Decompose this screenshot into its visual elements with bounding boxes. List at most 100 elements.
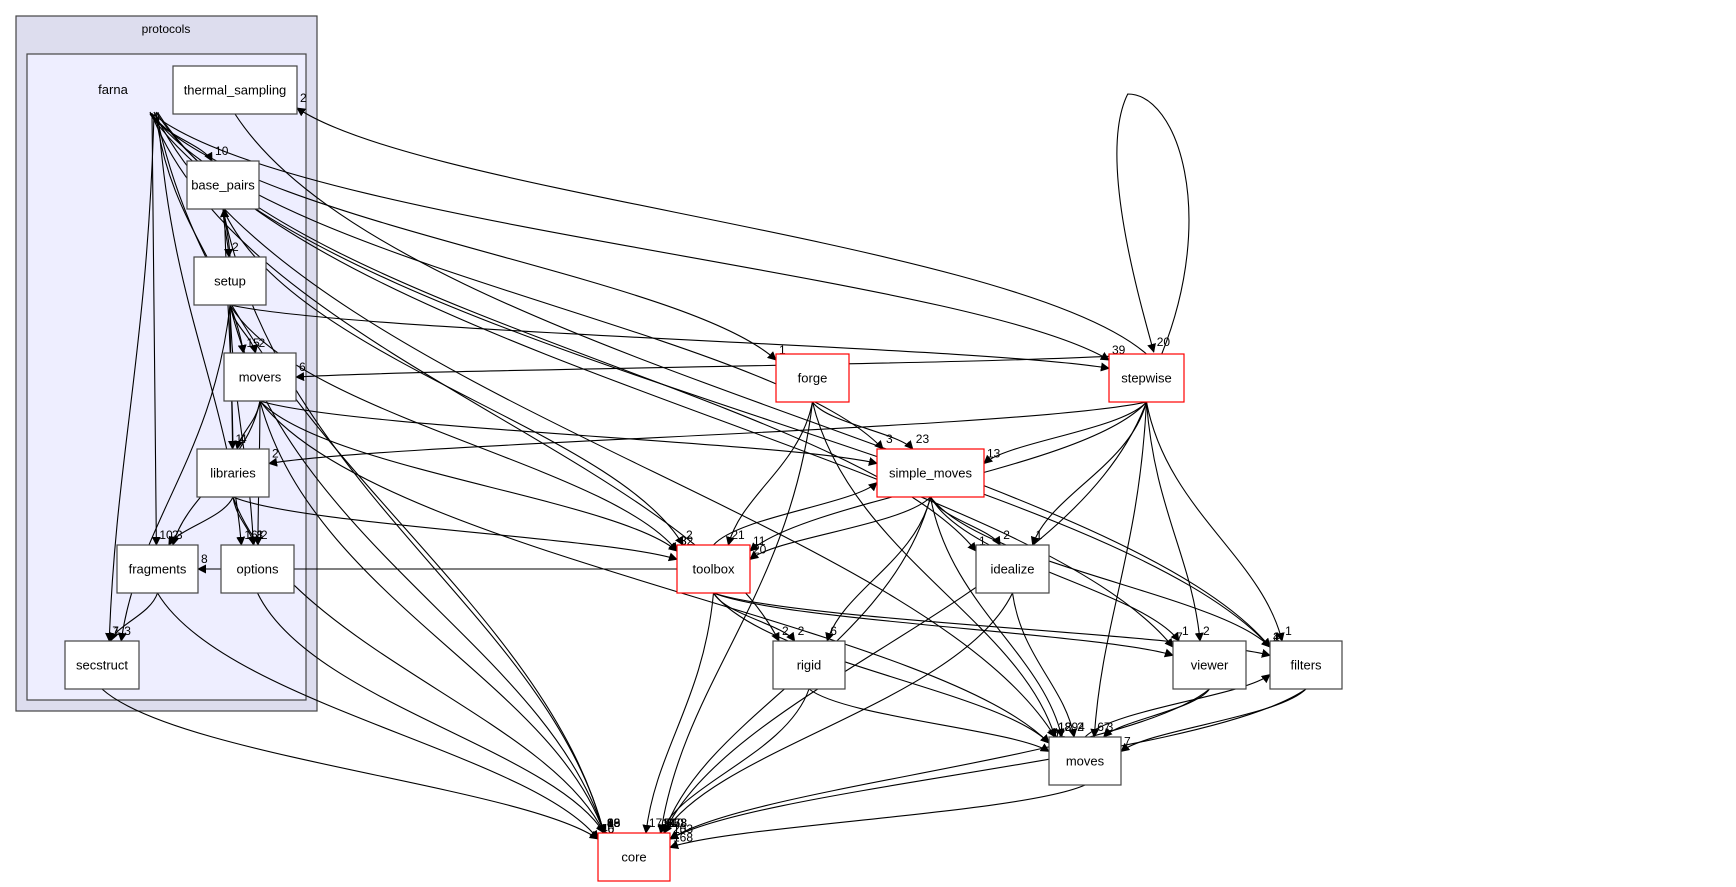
edge-stepwise-to-idealize[interactable] xyxy=(1030,401,1148,546)
edge-libraries-to-toolbox[interactable] xyxy=(232,496,678,562)
node-stepwise[interactable]: stepwise xyxy=(1108,353,1185,403)
node-moves-box[interactable] xyxy=(1048,736,1122,786)
edge-stepwise-to-thermal_sampling[interactable] xyxy=(296,107,1147,355)
edge-forge-to-moves[interactable] xyxy=(811,401,1057,738)
edge-forge-to-simple_moves[interactable] xyxy=(812,401,914,450)
edge-stepwise-to-filters[interactable] xyxy=(1145,401,1285,642)
node-thermal-sampling-label[interactable]: thermal_sampling xyxy=(184,83,287,98)
node-rigid-label[interactable]: rigid xyxy=(797,658,822,673)
node-core[interactable]: core xyxy=(597,832,671,882)
node-fragments-box[interactable] xyxy=(116,544,199,594)
node-base-pairs-box[interactable] xyxy=(186,160,260,210)
edge-options-to-core[interactable] xyxy=(257,592,605,834)
edge-simple_moves-to-toolbox[interactable] xyxy=(749,496,931,560)
edge-filters-to-moves[interactable] xyxy=(1120,688,1307,752)
edge-rigid-to-core[interactable] xyxy=(659,688,810,834)
node-setup[interactable]: setup xyxy=(193,256,267,306)
edge-viewer-to-core[interactable] xyxy=(669,688,1210,840)
node-toolbox-box[interactable] xyxy=(676,544,751,594)
node-filters[interactable]: filters xyxy=(1269,640,1343,690)
node-secstruct-box[interactable] xyxy=(64,640,140,690)
edge-stepwise-to-stepwise[interactable] xyxy=(1116,93,1190,355)
node-base-pairs[interactable]: base_pairs xyxy=(186,160,260,210)
edge-toolbox-to-core[interactable] xyxy=(642,592,715,834)
edge-movers-to-core[interactable] xyxy=(259,400,606,834)
node-simple-moves[interactable]: simple_moves xyxy=(876,448,985,498)
node-libraries-label[interactable]: libraries xyxy=(210,466,256,481)
node-viewer-box[interactable] xyxy=(1172,640,1247,690)
edge-filters-to-core[interactable] xyxy=(669,688,1307,840)
node-options-label[interactable]: options xyxy=(237,562,279,577)
edge-setup-to-toolbox[interactable] xyxy=(229,304,678,552)
node-simple-moves-label[interactable]: simple_moves xyxy=(889,466,973,481)
edge-stepwise-to-libraries[interactable] xyxy=(268,401,1147,467)
node-forge[interactable]: forge xyxy=(775,353,850,403)
node-thermal-sampling-box[interactable] xyxy=(172,65,298,115)
edge-simple_moves-to-filters[interactable] xyxy=(930,496,1271,648)
node-viewer[interactable]: viewer xyxy=(1172,640,1247,690)
edge-stepwise-to-core[interactable] xyxy=(663,401,1148,834)
node-libraries-box[interactable] xyxy=(196,448,270,498)
node-options[interactable]: options xyxy=(220,544,295,594)
edge-fragments-to-core[interactable] xyxy=(157,592,599,840)
edge-toolbox-to-viewer[interactable] xyxy=(713,592,1174,658)
edge-stepwise-to-simple_moves[interactable] xyxy=(983,401,1147,465)
node-secstruct-label[interactable]: secstruct xyxy=(76,658,128,673)
node-filters-label[interactable]: filters xyxy=(1290,658,1322,673)
node-base-pairs-label[interactable]: base_pairs xyxy=(191,178,255,193)
edge-movers-to-toolbox[interactable] xyxy=(259,400,678,552)
edge-idealize-to-core[interactable] xyxy=(663,592,1013,834)
edge-forge-to-toolbox[interactable] xyxy=(725,401,814,546)
edge-viewer-to-moves[interactable] xyxy=(1103,688,1210,738)
node-idealize-box[interactable] xyxy=(975,544,1050,594)
edge-setup-to-secstruct[interactable] xyxy=(117,304,231,642)
node-movers-label[interactable]: movers xyxy=(239,370,282,385)
node-rigid-box[interactable] xyxy=(772,640,846,690)
cluster-farna-label[interactable]: farna xyxy=(98,82,128,97)
edge-secstruct-to-core[interactable] xyxy=(101,688,599,840)
edge-moves-to-core[interactable] xyxy=(669,784,1086,849)
node-idealize[interactable]: idealize xyxy=(975,544,1050,594)
edge-simple_moves-to-moves[interactable] xyxy=(929,496,1065,738)
edge-simple_moves-to-rigid[interactable] xyxy=(825,496,932,642)
edge-stepwise-to-movers[interactable] xyxy=(295,353,1147,382)
node-setup-box[interactable] xyxy=(193,256,267,306)
edge-farna-to-filters[interactable] xyxy=(149,113,1271,648)
node-viewer-label[interactable]: viewer xyxy=(1191,658,1229,673)
edge-farna-to-core[interactable] xyxy=(155,112,607,834)
edge-setup-to-options[interactable] xyxy=(229,304,258,546)
node-movers[interactable]: movers xyxy=(223,352,297,402)
edge-thermal_sampling-to-filters[interactable] xyxy=(234,113,1271,648)
edge-simple_moves-to-viewer[interactable] xyxy=(930,496,1180,642)
edge-farna-to-forge[interactable] xyxy=(149,112,777,361)
node-libraries[interactable]: libraries xyxy=(196,448,270,498)
node-toolbox-label[interactable]: toolbox xyxy=(693,562,735,577)
edge-farna-to-secstruct[interactable] xyxy=(104,113,155,642)
node-core-box[interactable] xyxy=(597,832,671,882)
node-idealize-label[interactable]: idealize xyxy=(990,562,1034,577)
node-fragments[interactable]: fragments xyxy=(116,544,199,594)
edge-movers-to-moves[interactable] xyxy=(259,400,1050,744)
edge-movers-to-simple_moves[interactable] xyxy=(259,400,878,466)
edge-stepwise-to-viewer[interactable] xyxy=(1145,401,1204,642)
node-thermal-sampling[interactable]: thermal_sampling xyxy=(172,65,298,115)
node-movers-box[interactable] xyxy=(223,352,297,402)
edge-libraries-to-options[interactable] xyxy=(232,496,257,546)
node-stepwise-label[interactable]: stepwise xyxy=(1121,371,1172,386)
node-rigid[interactable]: rigid xyxy=(772,640,846,690)
node-secstruct[interactable]: secstruct xyxy=(64,640,140,690)
node-options-box[interactable] xyxy=(220,544,295,594)
node-filters-box[interactable] xyxy=(1269,640,1343,690)
edge-base_pairs-to-core[interactable] xyxy=(222,208,607,834)
edge-idealize-to-moves[interactable] xyxy=(1011,592,1078,738)
node-core-label[interactable]: core xyxy=(621,850,646,865)
node-toolbox[interactable]: toolbox xyxy=(676,544,751,594)
edge-farna-to-moves[interactable] xyxy=(153,111,1056,738)
edge-libraries-to-fragments[interactable] xyxy=(168,496,234,546)
node-setup-label[interactable]: setup xyxy=(214,274,246,289)
edge-moves-to-filters[interactable] xyxy=(1084,674,1271,738)
node-fragments-label[interactable]: fragments xyxy=(129,562,187,577)
node-stepwise-box[interactable] xyxy=(1108,353,1185,403)
edge-rigid-to-moves[interactable] xyxy=(808,688,1050,752)
edge-toolbox-to-moves[interactable] xyxy=(713,592,1050,744)
